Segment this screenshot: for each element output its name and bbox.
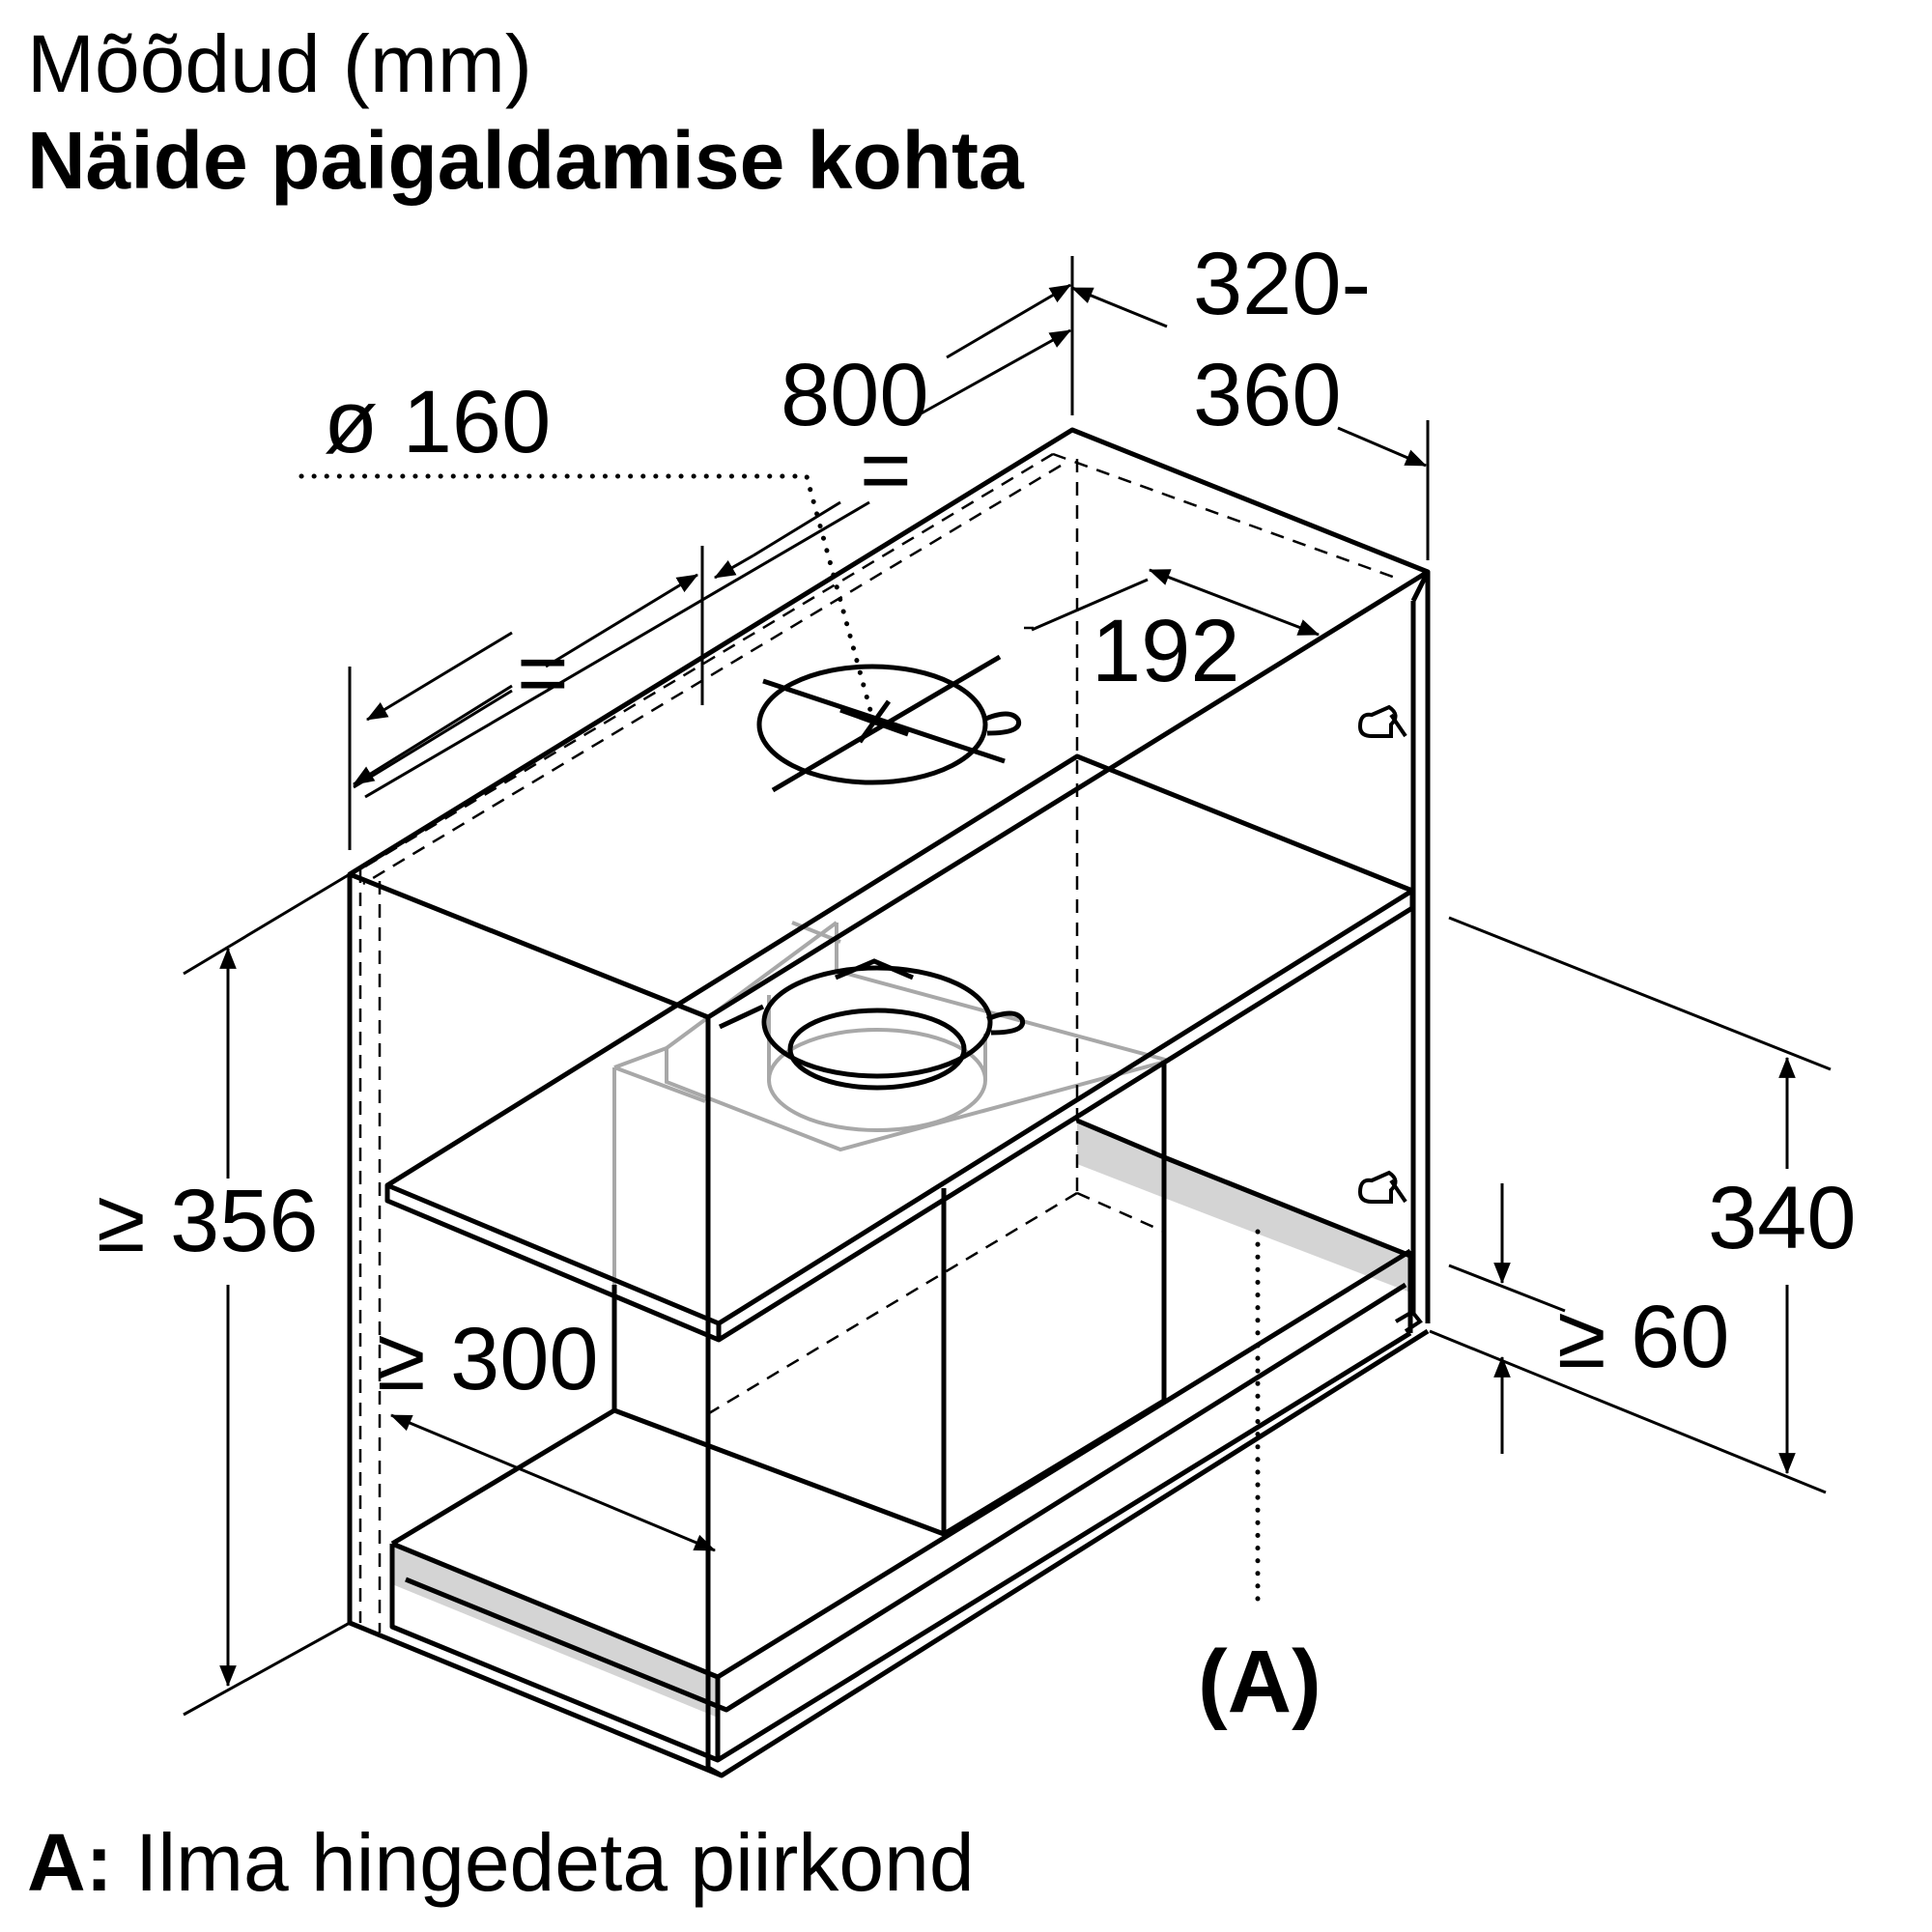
area-marker-label: (A) <box>1198 1633 1321 1731</box>
legend-key: A: <box>27 1817 113 1908</box>
legend: A: Ilma hingedeta piirkond <box>27 1816 975 1909</box>
duct-diameter-label: ø 160 <box>324 373 551 471</box>
offset-label: 192 <box>1092 602 1240 700</box>
leader-lines <box>298 473 1261 1611</box>
appliance-height-label: 340 <box>1708 1169 1857 1267</box>
page-title: Mõõdud (mm) <box>27 18 532 109</box>
duct-opening-shelf <box>718 958 1026 1091</box>
inner-height-label: ≥ 300 <box>377 1310 599 1408</box>
equal-left-label: = <box>517 624 569 723</box>
dimension-lines <box>183 256 1832 1717</box>
duct-opening-top <box>756 654 1022 793</box>
cabinet-height-label: ≥ 356 <box>97 1172 319 1270</box>
cabinet-outline <box>347 427 1431 1778</box>
bottom-corner-clip <box>1394 1309 1423 1333</box>
width-label: 800 <box>781 346 929 444</box>
duct-ring-lower <box>767 1028 987 1132</box>
min-gap-label: ≥ 60 <box>1557 1288 1729 1386</box>
hinge-free-area-strip <box>1077 1121 1410 1293</box>
hinge-icon <box>1357 1170 1407 1204</box>
hidden-lines <box>358 452 1402 1633</box>
depth-label-line1: 320- <box>1193 235 1371 333</box>
equal-right-label: = <box>860 421 912 520</box>
hinge-icon <box>1357 704 1407 738</box>
depth-label-line2: 360 <box>1193 346 1342 444</box>
legend-text: Ilma hingedeta piirkond <box>134 1817 975 1908</box>
page-subtitle: Näide paigaldamise kohta <box>27 115 1024 206</box>
